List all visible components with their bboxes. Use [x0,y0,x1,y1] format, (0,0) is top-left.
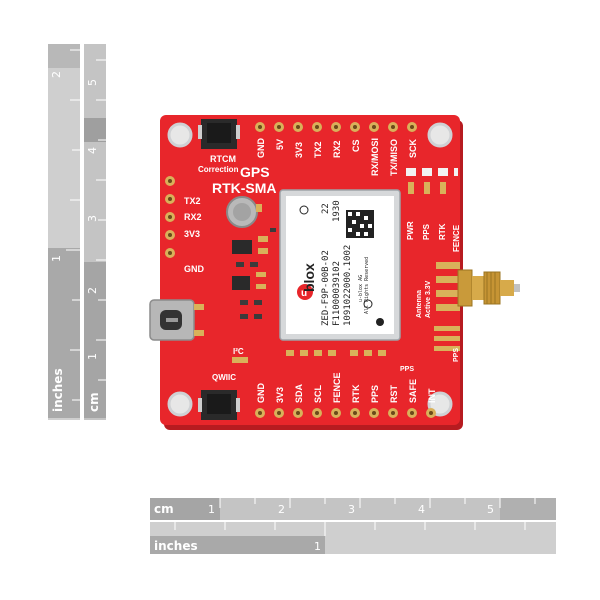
copyright-symbol [363,299,373,309]
pin-label-rx2: RX2 [332,140,342,158]
module-serial: F11000039102 [332,261,342,326]
bottom-pin-safe: SAFE [408,379,418,403]
top-pin-labels: GND 5V 3V3 TX2 RX2 CS RX/MOSI TX/MISO SC… [256,138,418,177]
mounting-holes [167,122,453,417]
led-label-rtk: RTK [438,223,447,240]
bottom-cm-tick-1: 1 [208,503,215,516]
bottom-pin-3v3: 3V3 [275,387,285,403]
i2c-jumper-pad [232,357,248,363]
left-cm-tick-5: 5 [86,79,99,86]
backup-battery [226,196,262,228]
bottom-smd-pads [286,350,386,356]
bottom-cm-tick-5: 5 [487,503,494,516]
bottom-pin-pps: PPS [370,385,380,403]
pin-label-sck: SCK [408,138,418,158]
qwiic-connector-top [198,119,240,149]
pin-label-cs: CS [351,139,361,152]
module-code-top: 22 [321,203,331,214]
left-cm-tick-2: 2 [86,287,99,294]
bottom-cm-tick-2: 2 [278,503,285,516]
bottom-cm-tick-3: 3 [348,503,355,516]
bottom-pin-rtk: RTK [351,384,361,403]
antenna-label: Antenna [416,290,423,318]
bottom-inch-tick-1: 1 [314,540,321,553]
pin-label-rx-mosi: RX/MOSI [370,138,380,176]
left-inch-tick-1: 1 [50,255,63,262]
rtcm-label: RTCM [210,154,236,164]
bottom-inches-label: inches [154,539,198,553]
bottom-pin-gnd: GND [256,383,266,404]
pps-edge-label: PPS [453,348,460,362]
pin-label-tx2: TX2 [313,141,323,158]
pin-label-5v: 5V [275,139,285,150]
bottom-cm-label: cm [154,502,174,516]
led-label-pps: PPS [422,223,431,240]
antenna-voltage-label: Active 3.3V [425,280,432,318]
module-part-number: 1091022000.1002 [343,245,353,326]
left-ruler: 2 1 inches 5 4 3 2 1 cm [48,44,106,420]
correction-label: Correction [198,165,239,174]
gps-rtk-sma-board: GND 5V 3V3 TX2 RX2 CS RX/MOSI TX/MISO SC… [149,115,520,430]
bottom-header-pads [255,408,436,418]
module-marker-circle [299,205,309,215]
bottom-pin-fence: FENCE [332,372,342,403]
bottom-pin-labels: GND 3V3 SDA SCL FENCE RTK PPS RST SAFE I… [256,372,437,403]
pin-label-3v3: 3V3 [294,142,304,158]
module-model: ZED-F9P-00B-02 [321,250,331,326]
module-code-mid: 1930 [332,200,342,222]
i2c-jumper-label: I²C [233,347,244,356]
left-inches-label: inches [51,368,65,412]
bottom-pin-scl: SCL [313,384,323,403]
qwiic-connector-bottom [198,390,240,420]
module-copyright-2: All Rights Reserved [364,257,370,314]
pps-jumper-label: PPS [400,366,414,373]
left-pin-label-gnd: GND [184,264,205,274]
left-pin-label-rx2: RX2 [184,212,202,222]
led-label-fence: FENCE [452,224,461,252]
left-pin-label-tx2: TX2 [184,196,201,206]
left-header-pads [165,176,175,258]
board-title-rtk-sma: RTK-SMA [212,180,277,196]
left-cm-label: cm [87,392,101,412]
bottom-cm-tick-4: 4 [418,503,425,516]
left-inch-tick-2: 2 [50,71,63,78]
bottom-pin-sda: SDA [294,383,304,403]
left-pin-label-3v3: 3V3 [184,229,200,239]
zed-f9p-module: u blox ZED-F9P-00B-02 F11000039102 10910… [279,189,401,341]
pin1-marker [376,318,384,326]
smd-components [232,228,276,319]
ublox-logo-prefix: u [301,288,307,299]
ublox-logo [297,284,313,300]
pin-label-gnd: GND [256,138,266,159]
bottom-ruler: cm 1 2 3 4 5 inches 1 [150,498,556,554]
datamatrix-code [346,210,374,238]
module-brand: blox [301,263,317,292]
pin-label-tx-miso: TX/MISO [389,139,399,176]
right-side-pads [434,262,460,351]
bottom-pin-rst: RST [389,384,399,403]
left-ruler-ticks [66,49,106,401]
left-cm-tick-3: 3 [86,215,99,222]
qwiic-label: QWIIC [212,373,236,382]
status-leds [406,168,458,194]
board-title-gps: GPS [240,164,270,180]
usb-c-connector [149,299,204,341]
left-cm-tick-1: 1 [86,353,99,360]
led-label-pwr: PWR [406,221,415,240]
top-header-pads [255,122,417,132]
module-copyright-1: u-blox AG [358,275,364,302]
sma-antenna-connector [457,269,520,307]
left-cm-tick-4: 4 [86,147,99,154]
bottom-pin-int: INT [427,388,437,403]
